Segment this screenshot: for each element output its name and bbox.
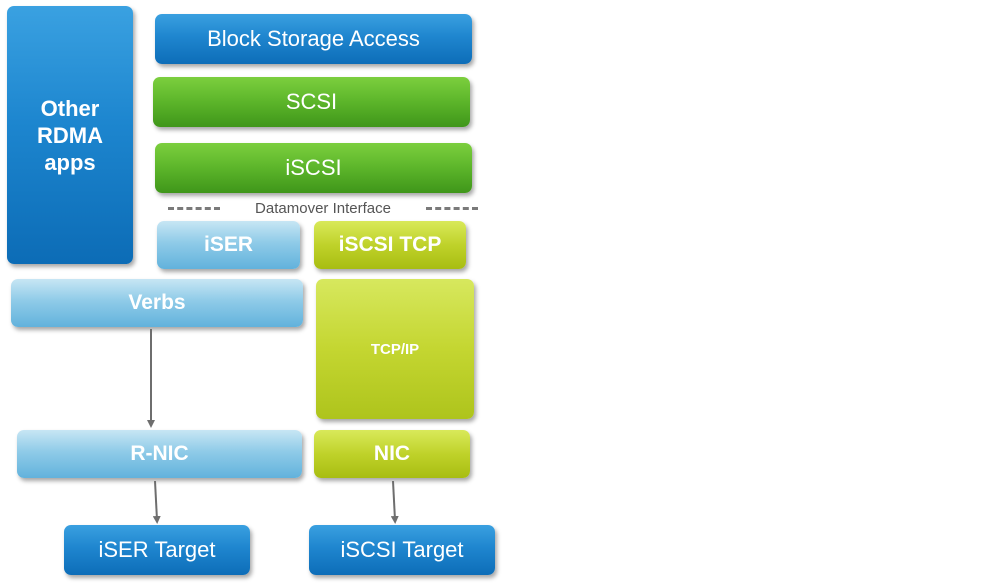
r-nic-block: R-NIC (17, 430, 302, 478)
scsi-label: SCSI (285, 89, 338, 114)
verbs-block: Verbs (11, 279, 303, 327)
nic-label: NIC (373, 442, 411, 465)
iser-target-label: iSER Target (98, 537, 216, 562)
block-storage-access-block: Block Storage Access (155, 14, 472, 64)
block-storage-access-label: Block Storage Access (207, 26, 420, 51)
tcp-ip-block: TCP/IP (316, 279, 474, 419)
iscsi-tcp-label: iSCSI TCP (338, 233, 442, 256)
dashed-line-right (426, 206, 478, 210)
iscsi-target-label: iSCSI Target (340, 537, 464, 562)
tcp-ip-label: TCP/IP (370, 340, 420, 358)
iscsi-block: iSCSI (155, 143, 472, 193)
arrow-r-nic-to-iser-target (152, 480, 161, 524)
iser-label: iSER (203, 233, 253, 256)
r-nic-label: R-NIC (130, 442, 189, 465)
iser-target-block: iSER Target (64, 525, 250, 575)
scsi-block: SCSI (153, 77, 470, 127)
datamover-interface-divider: Datamover Interface (168, 198, 478, 218)
iscsi-target-block: iSCSI Target (309, 525, 495, 575)
iser-block: iSER (157, 221, 300, 269)
verbs-label: Verbs (128, 291, 186, 314)
arrow-nic-to-iscsi-target (390, 480, 399, 524)
dashed-line-left (168, 206, 220, 210)
other-rdma-apps-label: Other RDMA apps (37, 95, 103, 175)
other-rdma-apps-block: Other RDMA apps (7, 6, 133, 264)
iscsi-label: iSCSI (285, 155, 342, 180)
iscsi-tcp-block: iSCSI TCP (314, 221, 466, 269)
datamover-interface-label: Datamover Interface (255, 199, 391, 217)
nic-block: NIC (314, 430, 470, 478)
